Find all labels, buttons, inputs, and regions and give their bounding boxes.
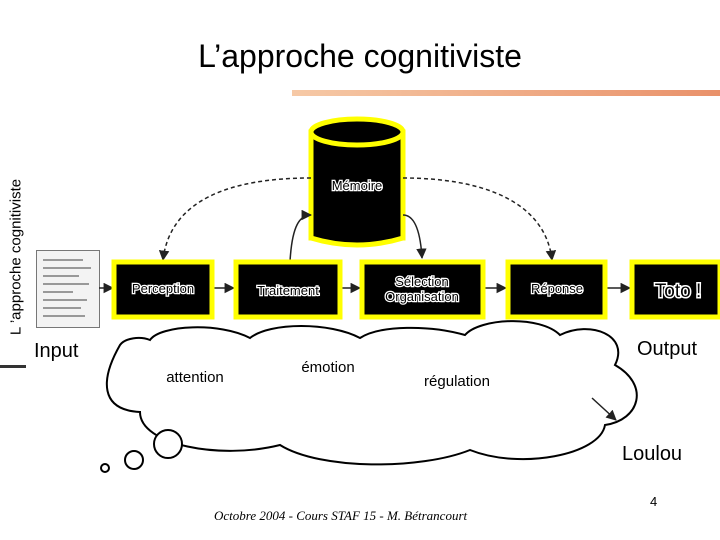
reponse-label: Réponse: [531, 281, 583, 296]
organisation-label: Organisation: [385, 289, 459, 304]
thought-bubble-small: [100, 463, 110, 473]
attention-label: attention: [166, 369, 224, 386]
input-label: Input: [34, 340, 79, 362]
memory-selection-link: [402, 214, 427, 260]
output-label: Output: [637, 338, 698, 360]
footer-text: Octobre 2004 - Cours STAF 15 - M. Bétran…: [214, 508, 468, 523]
perception-label: Perception: [132, 281, 194, 296]
thought-bubble-medium: [124, 450, 144, 470]
memory-to-reponse-arrow: [402, 177, 557, 262]
selection-box: [359, 259, 486, 320]
thought-bubble-large: [153, 429, 183, 459]
page-number: 4: [650, 494, 658, 509]
regulation-label: régulation: [424, 373, 490, 390]
selection-label: Sélection: [395, 274, 448, 289]
toto-label: Toto !: [655, 281, 701, 302]
reponse-box: [505, 259, 608, 320]
memory-to-perception-arrow: [158, 177, 312, 262]
loulou-label: Loulou: [622, 443, 683, 465]
traitement-box: [233, 259, 343, 320]
memoire-cylinder: [308, 116, 406, 248]
memoire-label: Mémoire: [332, 178, 383, 193]
toto-box: [629, 259, 720, 320]
traitement-memory-link: [289, 209, 313, 263]
title-underline: [292, 90, 720, 96]
document-thumbnail: [36, 250, 100, 328]
traitement-label: Traitement: [257, 283, 319, 298]
thought-cloud: [106, 320, 638, 466]
emotion-label: émotion: [301, 359, 354, 376]
side-bar: [0, 365, 26, 368]
perception-box: [111, 259, 215, 320]
cloud-to-loulou-arrow: [591, 397, 617, 421]
page-title: L’approche cognitiviste: [198, 38, 522, 74]
